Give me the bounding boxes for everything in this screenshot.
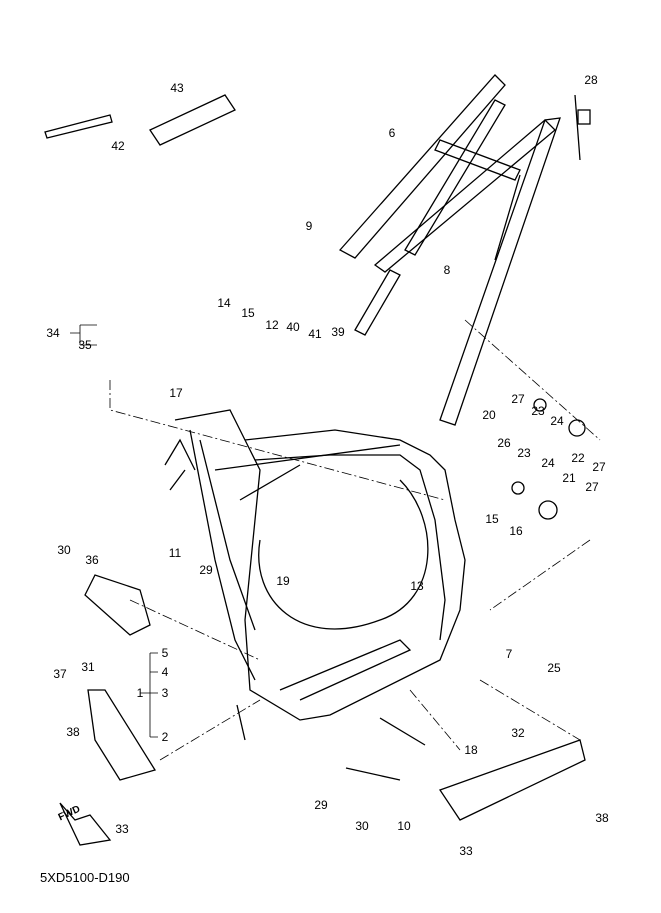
callout-25: 25 (547, 661, 561, 675)
callout-7: 7 (505, 647, 513, 661)
leader-lines (70, 319, 601, 761)
callout-15: 15 (241, 306, 255, 320)
guard-36 (84, 574, 151, 636)
callout-22: 22 (571, 451, 585, 465)
callout-29: 29 (199, 563, 213, 577)
callout-28: 28 (584, 73, 598, 87)
callout-11: 11 (168, 546, 182, 560)
callout-20: 20 (482, 408, 496, 422)
callout-21: 21 (562, 471, 576, 485)
callout-5: 5 (161, 646, 169, 660)
callout-2: 2 (161, 730, 169, 744)
callout-29: 29 (314, 798, 328, 812)
callout-14: 14 (217, 296, 231, 310)
callout-8: 8 (443, 263, 451, 277)
callout-18: 18 (464, 743, 478, 757)
callout-40: 40 (286, 320, 300, 334)
callout-10: 10 (397, 819, 411, 833)
callout-35: 35 (78, 338, 92, 352)
callout-4: 4 (161, 665, 169, 679)
callout-34: 34 (46, 326, 60, 340)
callout-23: 23 (531, 404, 545, 418)
callout-13: 13 (410, 579, 424, 593)
callout-37: 37 (53, 667, 67, 681)
callout-16: 16 (509, 524, 523, 538)
callout-23: 23 (517, 446, 531, 460)
wrench-42 (44, 114, 113, 139)
callout-26: 26 (497, 436, 511, 450)
callout-1: 1 (136, 686, 144, 700)
fwd-arrow (59, 802, 112, 846)
callout-43: 43 (170, 81, 184, 95)
callout-19: 19 (276, 574, 290, 588)
callout-39: 39 (331, 325, 345, 339)
callout-38: 38 (66, 725, 80, 739)
diagram-code: 5XD5100-D190 (40, 870, 130, 885)
callout-30: 30 (57, 543, 71, 557)
callout-27: 27 (511, 392, 525, 406)
callout-27: 27 (592, 460, 606, 474)
callout-33: 33 (115, 822, 129, 836)
socket-wrench-43 (149, 94, 236, 146)
main-frame (164, 409, 466, 721)
rear-frame (338, 74, 581, 426)
callout-12: 12 (265, 318, 279, 332)
callout-30: 30 (355, 819, 369, 833)
callout-9: 9 (305, 219, 313, 233)
callout-38: 38 (595, 811, 609, 825)
callout-32: 32 (511, 726, 525, 740)
callout-24: 24 (550, 414, 564, 428)
callout-17: 17 (169, 386, 183, 400)
callout-31: 31 (81, 660, 95, 674)
callout-15: 15 (485, 512, 499, 526)
callout-36: 36 (85, 553, 99, 567)
plate-31 (87, 689, 157, 781)
callout-24: 24 (541, 456, 555, 470)
callout-42: 42 (111, 139, 125, 153)
callout-3: 3 (161, 686, 169, 700)
clip-28 (577, 109, 591, 125)
skid-plate-32 (438, 739, 586, 821)
callout-27: 27 (585, 480, 599, 494)
callout-41: 41 (308, 327, 322, 341)
small-parts (44, 94, 591, 846)
callout-6: 6 (388, 126, 396, 140)
callout-33: 33 (459, 844, 473, 858)
